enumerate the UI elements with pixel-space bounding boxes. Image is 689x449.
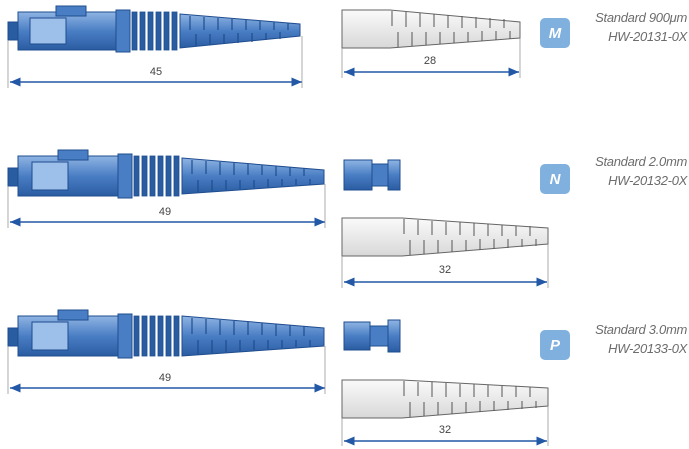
variant-description: Standard 900μm HW-20131-0X — [595, 8, 687, 46]
connector-assembly-drawing — [7, 149, 549, 288]
part-number: HW-20131-0X — [608, 29, 687, 44]
connector-assembly-drawing — [7, 309, 549, 446]
variant-description: Standard 3.0mm HW-20133-0X — [595, 320, 687, 358]
boot-length-label: 28 — [423, 55, 437, 67]
boot-m — [341, 9, 521, 49]
variant-type: Standard 900μm — [595, 10, 687, 25]
part-number: HW-20133-0X — [608, 341, 687, 356]
sc-connector-p — [7, 309, 325, 359]
sc-connector-n — [7, 149, 325, 199]
connector-length-label: 49 — [158, 372, 172, 384]
boot-length-label: 32 — [438, 424, 452, 436]
variant-badge: M — [540, 18, 570, 48]
variant-type: Standard 2.0mm — [595, 154, 687, 169]
crimp-sleeve-p — [343, 319, 401, 353]
boot-p — [341, 379, 549, 419]
boot-n — [341, 217, 549, 257]
connector-length-label: 49 — [158, 206, 172, 218]
crimp-sleeve-n — [343, 159, 401, 191]
connector-assembly-drawing — [7, 5, 521, 88]
variant-row-n: 49 32 N Standard 2.0mm HW-20132-0X — [0, 140, 689, 290]
variant-type: Standard 3.0mm — [595, 322, 687, 337]
part-number: HW-20132-0X — [608, 173, 687, 188]
variant-badge: P — [540, 330, 570, 360]
sc-connector-m — [7, 5, 301, 53]
boot-length-label: 32 — [438, 264, 452, 276]
variant-row-p: 49 32 P Standard 3.0mm HW-20133-0X — [0, 300, 689, 449]
variant-description: Standard 2.0mm HW-20132-0X — [595, 152, 687, 190]
variant-badge: N — [540, 164, 570, 194]
connector-length-label: 45 — [149, 66, 163, 78]
variant-row-m: 45 28 M Standard 900μm HW-20131-0X — [0, 0, 689, 110]
